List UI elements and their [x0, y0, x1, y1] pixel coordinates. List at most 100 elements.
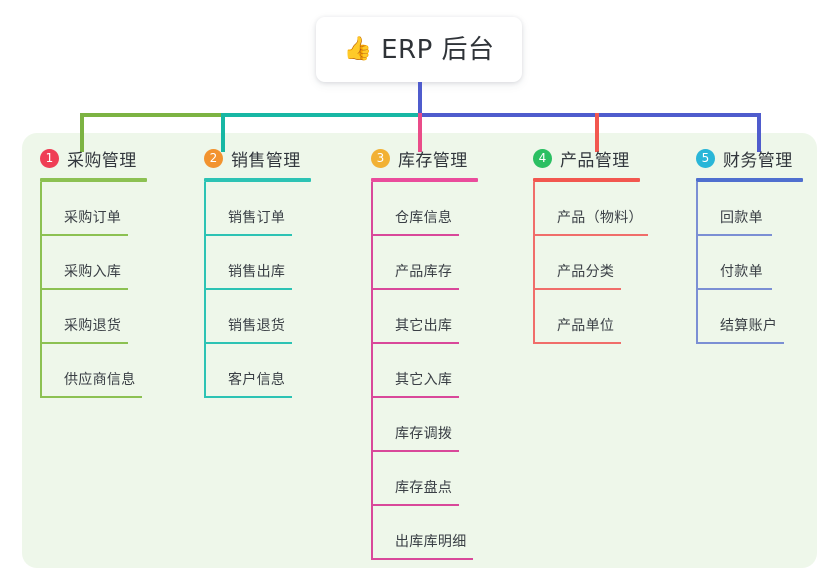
list-item[interactable]: 产品单位 [533, 290, 640, 344]
column-title-finance: 财务管理 [723, 150, 793, 171]
column-header-purchase[interactable]: 1 采购管理 [40, 145, 147, 171]
column-badge-stock: 3 [371, 148, 390, 168]
column-badge-purchase: 1 [40, 148, 59, 168]
column-header-stock[interactable]: 3 库存管理 [371, 145, 478, 171]
bus-green [80, 113, 221, 117]
list-item-rule [204, 288, 292, 290]
list-item-label: 产品单位 [557, 318, 615, 334]
list-item-rule [371, 558, 473, 560]
list-item-label: 其它入库 [395, 372, 453, 388]
list-item[interactable]: 库存盘点 [371, 452, 478, 506]
list-item-label: 回款单 [720, 210, 763, 226]
column-badge-product: 4 [533, 148, 552, 168]
list-item-rule [371, 234, 459, 236]
column-header-finance[interactable]: 5 财务管理 [696, 145, 803, 171]
list-item-label: 库存调拨 [395, 426, 453, 442]
list-item-rule [371, 396, 459, 398]
list-item-rule [204, 234, 292, 236]
column-purchase: 1 采购管理采购订单采购入库采购退货供应商信息 [40, 145, 147, 398]
list-item[interactable]: 出库库明细 [371, 506, 478, 560]
drop-sales [221, 113, 225, 152]
list-item[interactable]: 销售订单 [204, 182, 311, 236]
list-item[interactable]: 其它出库 [371, 290, 478, 344]
list-item-rule [533, 342, 621, 344]
column-title-stock: 库存管理 [398, 150, 468, 171]
list-item[interactable]: 结算账户 [696, 290, 803, 344]
column-finance: 5 财务管理回款单付款单结算账户 [696, 145, 803, 344]
list-item-rule [371, 342, 459, 344]
bus-teal [221, 113, 420, 117]
list-item-label: 产品分类 [557, 264, 615, 280]
drop-purchase [80, 113, 84, 152]
column-stem-purchase [40, 182, 42, 398]
list-item[interactable]: 产品库存 [371, 236, 478, 290]
column-stem-stock [371, 182, 373, 560]
column-items-purchase: 采购订单采购入库采购退货供应商信息 [40, 182, 147, 398]
list-item[interactable]: 销售出库 [204, 236, 311, 290]
column-items-product: 产品（物料） 产品分类产品单位 [533, 182, 648, 344]
list-item[interactable]: 库存调拨 [371, 398, 478, 452]
list-item-rule [40, 234, 128, 236]
list-item[interactable]: 产品分类 [533, 236, 640, 290]
list-item-rule [40, 288, 128, 290]
list-item-label: 其它出库 [395, 318, 453, 334]
list-item[interactable]: 采购退货 [40, 290, 147, 344]
column-rule-product [533, 178, 640, 182]
list-item-rule [40, 342, 128, 344]
list-item-rule [533, 288, 621, 290]
list-item[interactable]: 付款单 [696, 236, 803, 290]
list-item[interactable]: 客户信息 [204, 344, 311, 398]
column-badge-finance: 5 [696, 148, 715, 168]
list-item[interactable]: 供应商信息 [40, 344, 147, 398]
list-item-label: 库存盘点 [395, 480, 453, 496]
list-item-rule [204, 342, 292, 344]
list-item-label: 采购订单 [64, 210, 122, 226]
column-title-purchase: 采购管理 [67, 150, 137, 171]
column-items-stock: 仓库信息产品库存其它出库其它入库库存调拨库存盘点出库库明细 [371, 182, 478, 560]
column-stem-sales [204, 182, 206, 398]
thumbs-up-icon: 👍 [343, 36, 373, 62]
list-item-label: 仓库信息 [395, 210, 453, 226]
list-item[interactable]: 采购订单 [40, 182, 147, 236]
list-item[interactable]: 仓库信息 [371, 182, 478, 236]
list-item-rule [696, 342, 784, 344]
list-item[interactable]: 其它入库 [371, 344, 478, 398]
root-node-card[interactable]: 👍 ERP 后台 [316, 17, 522, 82]
column-title-sales: 销售管理 [231, 150, 301, 171]
root-node-title: ERP 后台 [381, 34, 495, 65]
list-item-label: 采购入库 [64, 264, 122, 280]
list-item[interactable]: 产品（物料） [533, 182, 648, 236]
column-rule-stock [371, 178, 478, 182]
list-item-label: 产品（物料） [557, 210, 643, 226]
column-rule-finance [696, 178, 803, 182]
list-item-rule [371, 288, 459, 290]
list-item[interactable]: 回款单 [696, 182, 803, 236]
list-item-label: 供应商信息 [64, 372, 136, 388]
list-item-rule [40, 396, 142, 398]
bus-blue [420, 113, 760, 117]
list-item-label: 付款单 [720, 264, 763, 280]
list-item-label: 采购退货 [64, 318, 122, 334]
list-item[interactable]: 采购入库 [40, 236, 147, 290]
diagram-panel [22, 133, 817, 568]
drop-finance [757, 113, 761, 152]
drop-stock [418, 113, 422, 152]
column-items-finance: 回款单付款单结算账户 [696, 182, 803, 344]
connector-trunk [418, 82, 422, 115]
column-rule-purchase [40, 178, 147, 182]
list-item-label: 出库库明细 [395, 534, 467, 550]
list-item-label: 结算账户 [720, 318, 778, 334]
drop-product [595, 113, 599, 152]
column-stock: 3 库存管理仓库信息产品库存其它出库其它入库库存调拨库存盘点出库库明细 [371, 145, 478, 560]
column-rule-sales [204, 178, 311, 182]
list-item-label: 销售出库 [228, 264, 286, 280]
column-stem-product [533, 182, 535, 344]
list-item-label: 客户信息 [228, 372, 286, 388]
column-items-sales: 销售订单销售出库销售退货客户信息 [204, 182, 311, 398]
list-item[interactable]: 销售退货 [204, 290, 311, 344]
list-item-rule [371, 450, 459, 452]
list-item-rule [533, 234, 648, 236]
